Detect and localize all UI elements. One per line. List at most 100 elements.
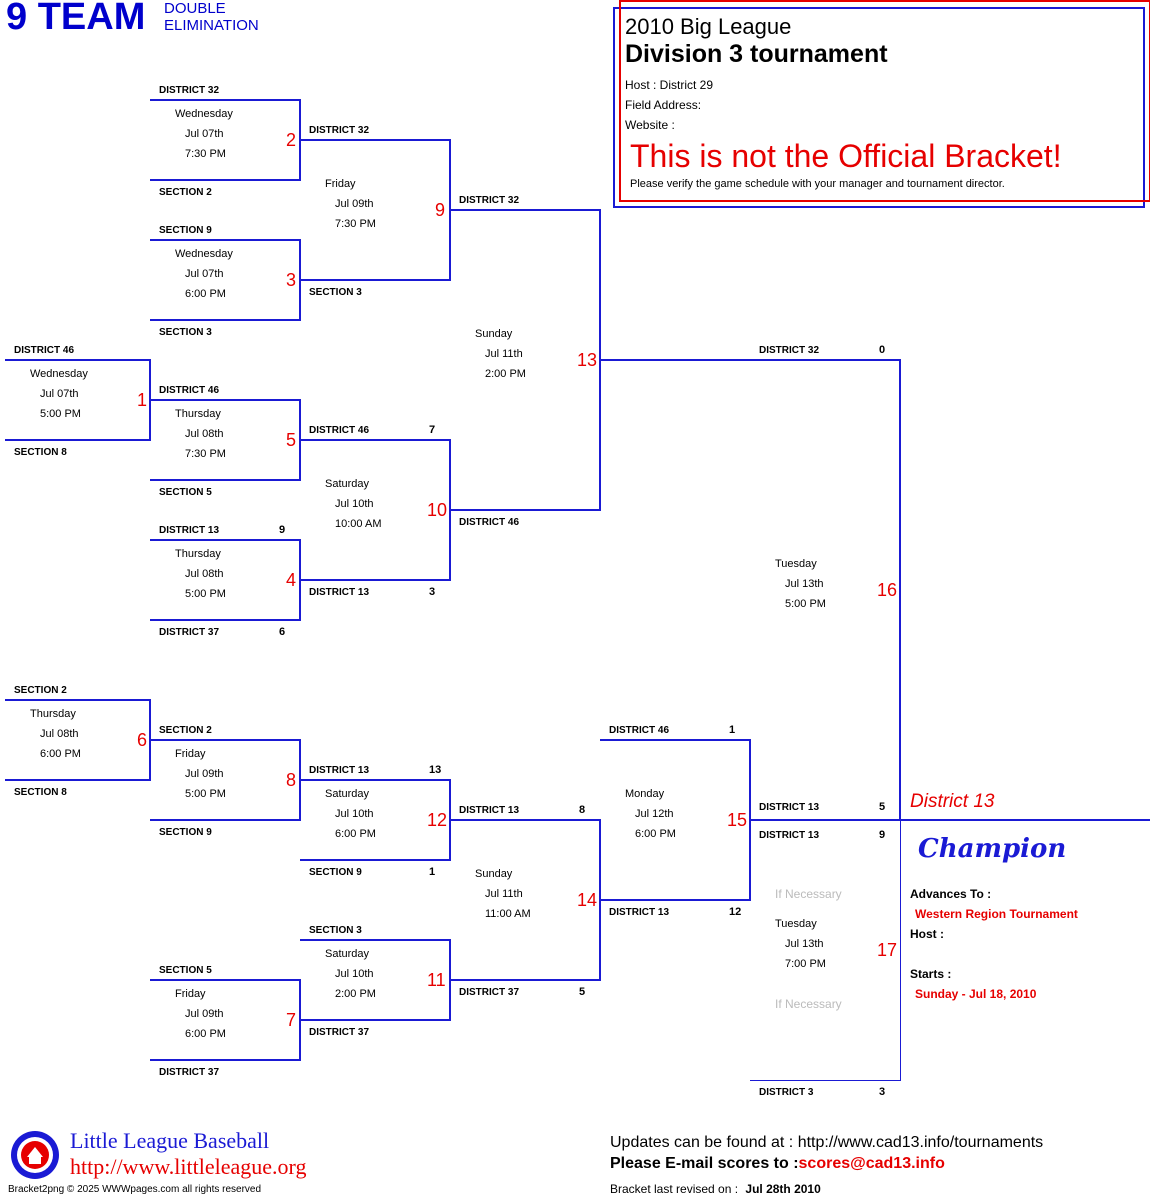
if-necessary-note: If Necessary	[775, 887, 842, 901]
game-number: 5	[286, 430, 297, 450]
game-number: 13	[577, 350, 598, 370]
line	[5, 359, 151, 361]
game-number: 16	[877, 580, 898, 600]
team-slot: DISTRICT 32	[309, 125, 370, 136]
line	[600, 359, 901, 361]
team-slot: SECTION 9	[159, 225, 212, 236]
team-slot: DISTRICT 13	[759, 830, 820, 841]
info-box-outer	[613, 7, 1145, 208]
line	[150, 1059, 301, 1061]
game-number: 14	[577, 890, 598, 910]
game-number: 10	[427, 500, 448, 520]
line	[150, 619, 301, 621]
team-slot: SECTION 5	[159, 965, 212, 976]
team-slot: SECTION 3	[309, 287, 362, 298]
team-slot: SECTION 8	[14, 447, 67, 458]
starts-label: Starts :	[910, 967, 952, 981]
game-number: 12	[427, 810, 448, 830]
team-score: 12	[729, 906, 742, 918]
line	[5, 439, 151, 441]
copyright: Bracket2png © 2025 WWWpages.com all righ…	[8, 1184, 262, 1195]
email-link[interactable]: scores@cad13.info	[798, 1155, 945, 1172]
team-score: 1	[429, 866, 436, 878]
line	[150, 819, 301, 821]
team-score: 3	[879, 1086, 886, 1098]
team-score: 6	[279, 626, 286, 638]
line	[450, 819, 601, 821]
team-score: 9	[879, 829, 886, 841]
advances-label: Advances To :	[910, 887, 992, 901]
team-slot: DISTRICT 13	[759, 802, 820, 813]
line	[150, 319, 301, 321]
host-info: Host : District 29	[625, 78, 714, 92]
team-slot: DISTRICT 13	[309, 765, 370, 776]
line	[5, 699, 151, 701]
team-slot: DISTRICT 37	[459, 987, 520, 998]
verify-note: Please verify the game schedule with you…	[630, 178, 1005, 190]
league-title: 2010 Big League	[625, 14, 792, 39]
team-score: 3	[429, 586, 436, 598]
game-number: 3	[286, 270, 297, 290]
team-slot: DISTRICT 13	[309, 587, 370, 598]
champion-label: Champion	[918, 834, 1067, 864]
game-number: 15	[727, 810, 748, 830]
team-slot: DISTRICT 46	[159, 385, 220, 396]
game-number: 11	[427, 970, 446, 990]
updates-info: Updates can be found at : http://www.cad…	[610, 1134, 1044, 1151]
game-number: 6	[137, 730, 148, 750]
team-slot: SECTION 8	[14, 787, 67, 798]
format-line2: ELIMINATION	[164, 17, 259, 34]
game-number: 17	[877, 940, 898, 960]
team-slot: DISTRICT 37	[309, 1027, 370, 1038]
line	[600, 739, 751, 741]
team-slot: DISTRICT 13	[609, 907, 670, 918]
team-slot: DISTRICT 37	[159, 1067, 220, 1078]
team-slot: DISTRICT 32	[159, 85, 220, 96]
line	[150, 739, 301, 741]
team-slot: DISTRICT 32	[759, 345, 820, 356]
line	[600, 899, 751, 901]
line	[450, 979, 601, 981]
champion-team: District 13	[910, 791, 995, 812]
website: Website :	[625, 118, 675, 132]
line	[5, 779, 151, 781]
game-number: 9	[435, 200, 446, 220]
team-slot: DISTRICT 3	[759, 1087, 814, 1098]
org-url[interactable]: http://www.littleleague.org	[70, 1154, 307, 1179]
line	[150, 179, 301, 181]
line	[450, 209, 601, 211]
game-number: 4	[286, 570, 297, 590]
team-slot: SECTION 2	[14, 685, 67, 696]
org-name: Little League Baseball	[70, 1128, 270, 1153]
line	[900, 821, 901, 1081]
line	[150, 99, 301, 101]
team-slot: SECTION 2	[159, 725, 212, 736]
line	[750, 819, 1150, 821]
team-slot: DISTRICT 37	[159, 627, 220, 638]
line	[150, 399, 301, 401]
line	[899, 359, 901, 821]
revised-label: Bracket last revised on :	[610, 1182, 739, 1196]
line	[300, 279, 451, 281]
line	[300, 1019, 451, 1021]
line	[450, 509, 601, 511]
champion-host-label: Host :	[910, 927, 944, 941]
starts-value: Sunday - Jul 18, 2010	[915, 987, 1037, 1001]
team-slot: SECTION 9	[159, 827, 212, 838]
game-number: 1	[137, 390, 148, 410]
game-number: 8	[286, 770, 297, 790]
little-league-logo	[10, 1130, 60, 1180]
email-label: Please E-mail scores to :	[610, 1155, 799, 1172]
